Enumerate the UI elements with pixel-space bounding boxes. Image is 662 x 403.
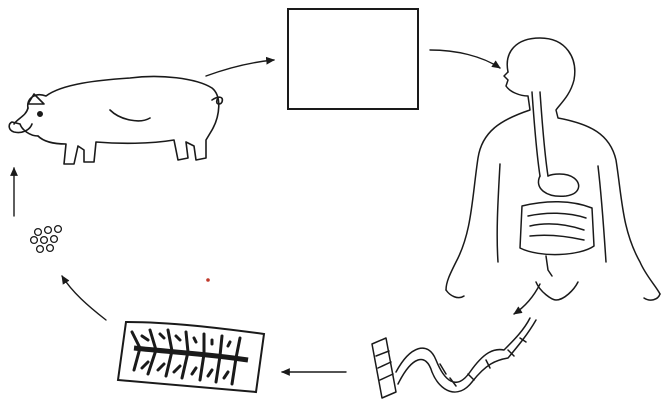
- eggs-icon: [31, 226, 62, 253]
- arrow-proglottid-to-eggs: [62, 276, 106, 320]
- arrow-human-to-tapeworm: [514, 284, 540, 314]
- tapeworm-icon: [372, 318, 536, 398]
- red-dot: [206, 278, 210, 282]
- arrow-box-to-human: [430, 50, 500, 68]
- blank-answer-box: [288, 9, 418, 109]
- arrow-pig-to-box: [206, 60, 274, 76]
- gravid-proglottid-icon: [118, 322, 264, 392]
- human-digestive-system-icon: [446, 38, 660, 300]
- pig-icon: [9, 76, 222, 164]
